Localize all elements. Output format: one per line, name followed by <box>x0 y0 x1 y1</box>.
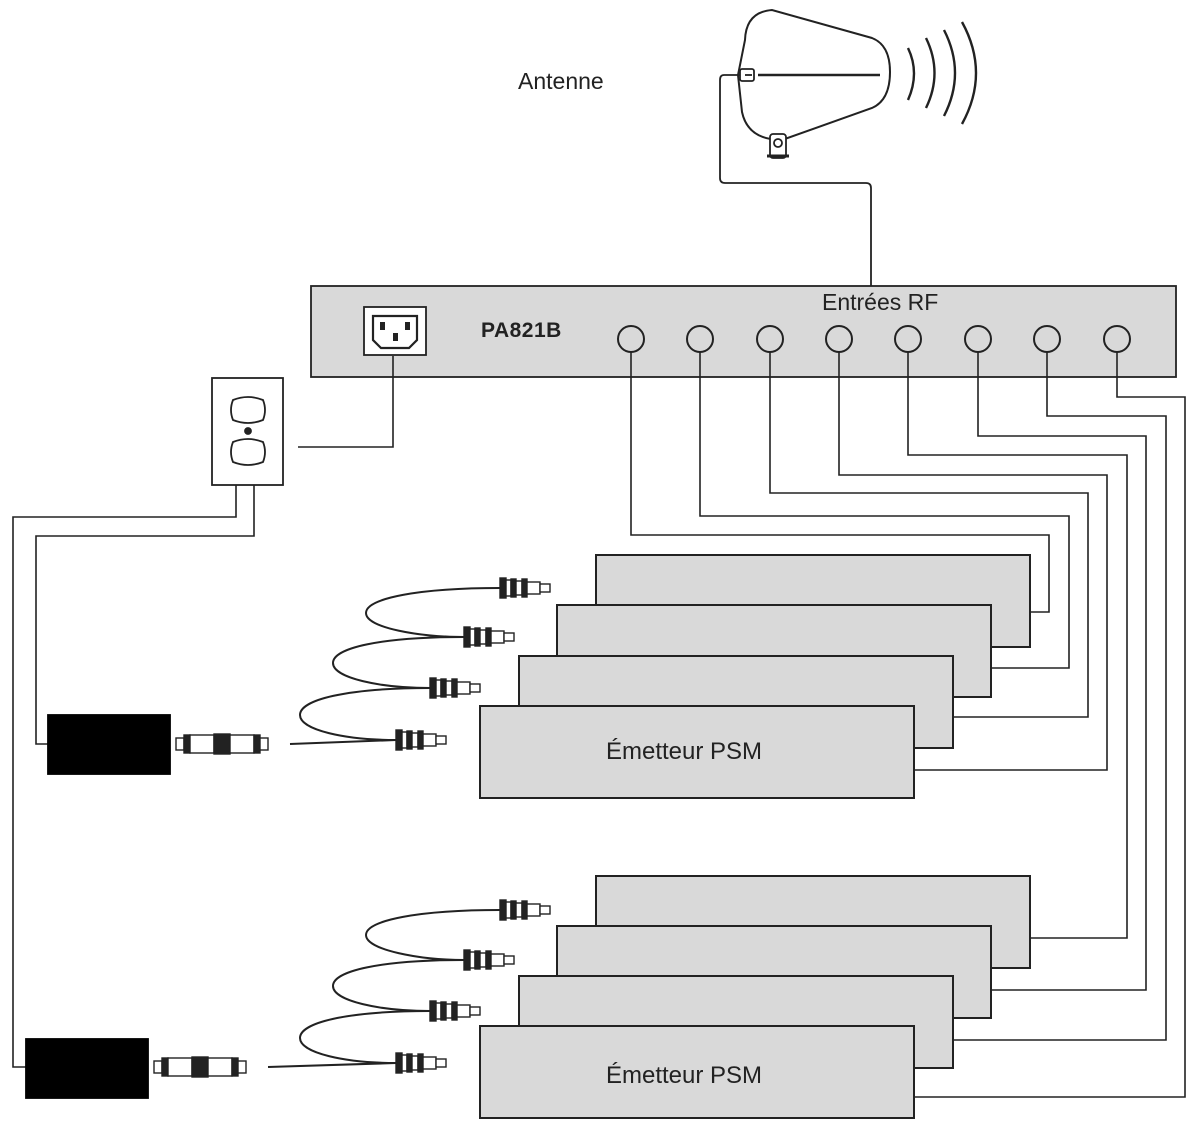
antenna-label: Antenne <box>518 68 604 94</box>
duplex-outlet-icon <box>211 377 284 486</box>
rf-inputs-label: Entrées RF <box>822 289 939 315</box>
pa821b-unit <box>310 285 1177 378</box>
transmitter-box <box>479 705 915 799</box>
bnc-jack-icon <box>756 325 784 353</box>
rf-input-jacks <box>617 325 1131 353</box>
bnc-jack-icon <box>894 325 922 353</box>
power-supply-icon <box>47 714 171 775</box>
bnc-connector-icon <box>395 1052 447 1074</box>
bnc-connector-icon <box>395 729 447 751</box>
antenna-cable <box>719 74 872 287</box>
bnc-jack-icon <box>825 325 853 353</box>
bnc-jack-icon <box>1033 325 1061 353</box>
rf-cables <box>630 352 1186 1098</box>
bnc-connector-icon <box>463 626 515 648</box>
power-supply-icon <box>25 1038 149 1099</box>
bnc-jack-icon <box>617 325 645 353</box>
model-label: PA821B <box>481 319 562 342</box>
bnc-connector-icon <box>463 949 515 971</box>
transmitter-box <box>479 1025 915 1119</box>
bnc-jack-icon <box>1103 325 1131 353</box>
bnc-jack-icon <box>686 325 714 353</box>
bnc-connector-icon <box>153 1056 247 1078</box>
transmitter-stack-bottom <box>479 875 1031 1119</box>
bnc-connector-icon <box>499 899 551 921</box>
transmitter-label-top: Émetteur PSM <box>606 738 763 765</box>
iec-power-inlet-icon <box>363 306 427 356</box>
power-cables <box>12 356 394 1068</box>
bnc-jack-icon <box>964 325 992 353</box>
radio-waves-icon <box>906 21 978 125</box>
paddle-antenna-icon <box>736 8 892 159</box>
bnc-connector-icon <box>499 577 551 599</box>
bnc-connector-icon <box>175 733 269 755</box>
transmitter-stack-top <box>479 554 1031 799</box>
bnc-connector-icon <box>429 1000 481 1022</box>
daisy-chain-cables <box>267 587 501 1068</box>
transmitter-label-bottom: Émetteur PSM <box>606 1062 763 1089</box>
bnc-connector-icon <box>429 677 481 699</box>
bnc-connectors <box>153 577 551 1078</box>
